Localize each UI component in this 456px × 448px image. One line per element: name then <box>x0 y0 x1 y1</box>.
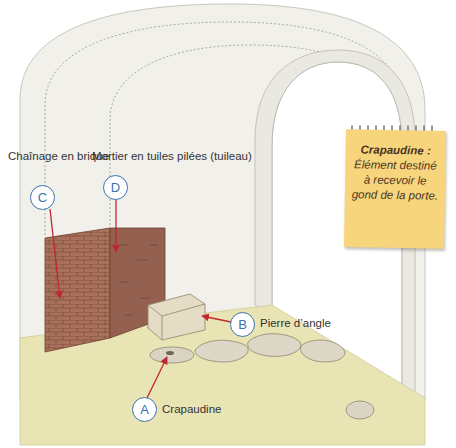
corner-stone <box>148 294 205 340</box>
part-name: Pierre d’angle <box>260 317 331 329</box>
corner-stone-edge <box>148 304 205 340</box>
callout-letter: A <box>132 397 157 422</box>
leader-line <box>115 199 116 252</box>
part-name: Mortier en tuiles pilées (tuileau) <box>92 150 252 162</box>
callout-letter-text: C <box>38 190 47 205</box>
pivot-hole <box>166 351 174 355</box>
callout-letter: C <box>30 185 55 210</box>
callout-letter: D <box>103 175 128 200</box>
pivot-stone <box>150 347 194 363</box>
leader-line <box>50 209 60 298</box>
callout-letter-text: A <box>140 402 149 417</box>
definition-note: Crapaudine :Élément destiné à recevoir l… <box>344 129 446 249</box>
callout-letter-text: D <box>111 180 120 195</box>
leader-line <box>202 316 231 322</box>
callout-letter: B <box>230 312 255 337</box>
part-name: Crapaudine <box>162 403 221 415</box>
leader-line <box>147 357 167 398</box>
note-body: Élément destiné à recevoir le gond de la… <box>351 157 440 204</box>
note-heading: Crapaudine : <box>352 143 440 157</box>
threshold-stones <box>195 334 345 362</box>
pivot-stone <box>346 401 374 419</box>
callout-letter-text: B <box>238 317 247 332</box>
